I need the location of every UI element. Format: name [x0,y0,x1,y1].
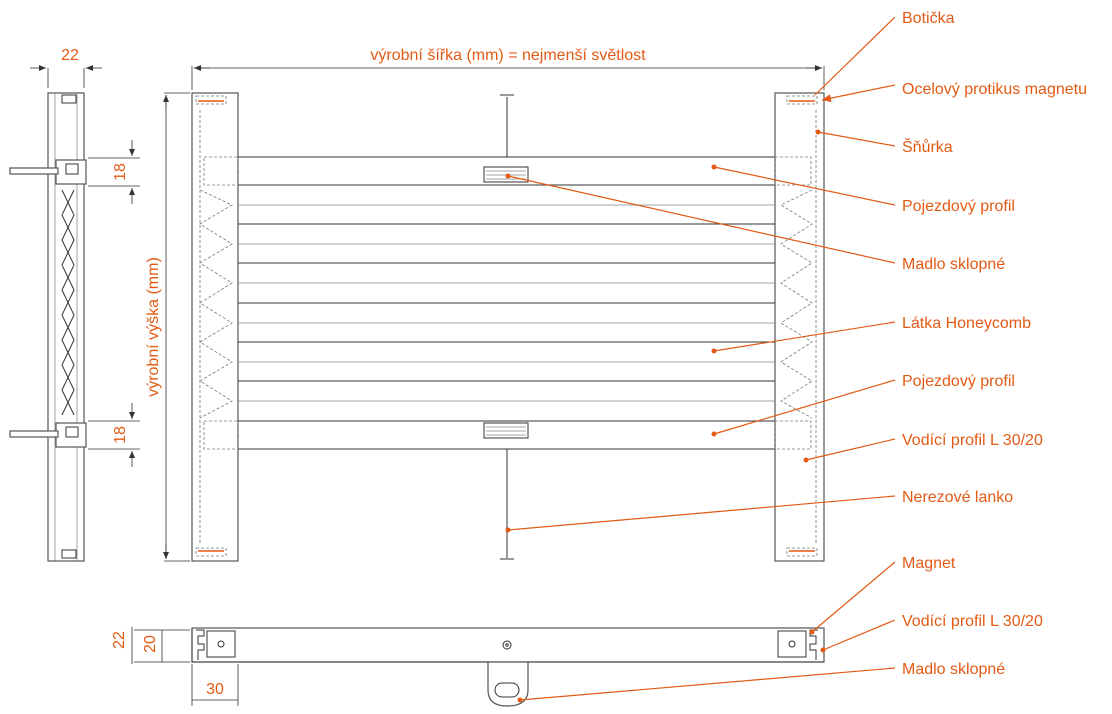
front-right-top-shoe [786,95,818,105]
label-nerezove-lanko: Nerezové lanko [902,489,1013,506]
dim-bottom-20: 20 [142,635,159,653]
honeycomb-fabric [199,189,813,419]
front-left-guide-rail [191,92,239,562]
label-ocelovy-protikus: Ocelový protikus magnetu [902,81,1087,98]
front-left-bottom-shoe [195,547,227,557]
label-vodici-profil-1: Vodící profil L 30/20 [902,432,1043,449]
side-upper-cord [9,167,59,175]
label-latka-honeycomb: Látka Honeycomb [902,315,1031,332]
dim-width-label: výrobní šířka (mm) = nejmenší světlost [370,47,646,64]
side-view: 22 18 18 [9,47,140,562]
lower-handle [483,422,529,439]
bottom-right-magnet [777,630,807,658]
label-madlo-sklopne-front: Madlo sklopné [902,256,1005,273]
label-snurka: Šňůrka [902,137,953,156]
dim-side-18-upper: 18 [112,163,129,181]
bottom-left-magnet [206,630,236,658]
callouts: Botička Ocelový protikus magnetu Šňůrka … [505,10,1087,703]
dim-height-label: výrobní výška (mm) [145,257,162,397]
dim-side-18-lower: 18 [112,426,129,444]
side-bottom-cap [61,549,77,559]
label-magnet: Magnet [902,555,956,572]
label-madlo-sklopne-bottom: Madlo sklopné [902,661,1005,678]
front-left-top-shoe [195,95,227,105]
dim-bottom-22: 22 [111,631,128,649]
bottom-section-view: 22 20 30 [111,627,825,707]
label-pojezdovy-profil-upper: Pojezdový profil [902,198,1015,215]
side-top-cap [61,94,77,104]
front-view: výrobní šířka (mm) = nejmenší světlost v… [145,47,825,562]
label-boticka: Botička [902,10,955,27]
bottom-cable-point [502,640,512,650]
dim-side-22: 22 [61,47,79,64]
label-pojezdovy-profil-lower: Pojezdový profil [902,373,1015,390]
dim-bottom-30: 30 [206,681,224,698]
bottom-handle [487,661,529,707]
side-lower-cord [9,430,59,438]
front-right-guide-rail [774,92,825,562]
front-right-bottom-shoe [786,547,818,557]
label-vodici-profil-2: Vodící profil L 30/20 [902,613,1043,630]
